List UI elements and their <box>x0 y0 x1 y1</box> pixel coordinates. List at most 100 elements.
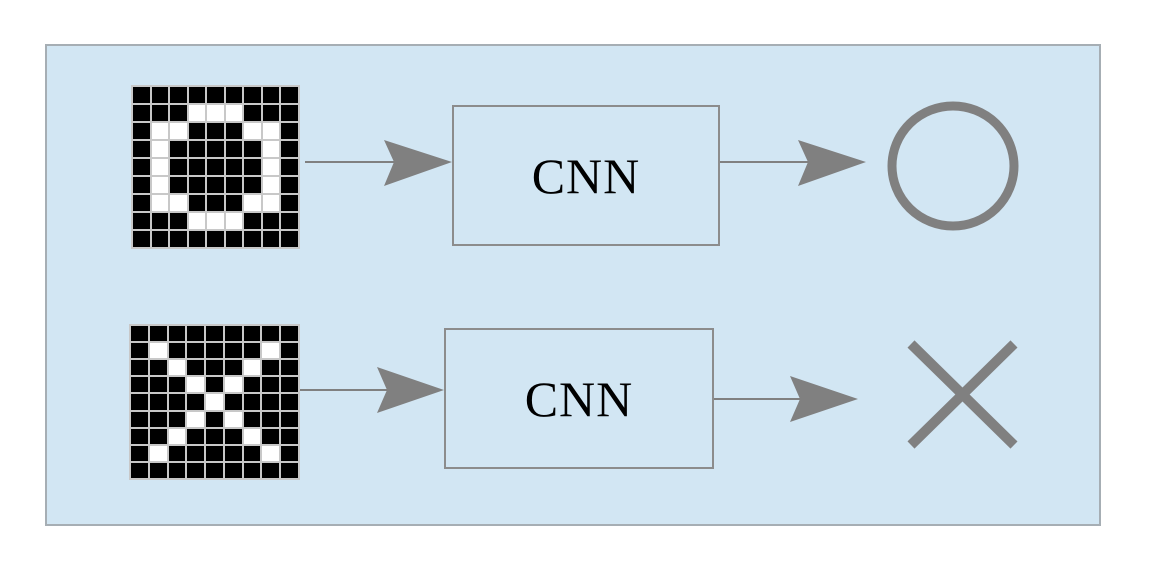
grid-pixel <box>243 377 261 393</box>
grid-pixel <box>207 195 224 211</box>
grid-pixel <box>262 159 280 175</box>
grid-pixel <box>149 343 167 359</box>
grid-pixel <box>188 195 206 211</box>
grid-pixel <box>168 445 186 461</box>
grid-pixel <box>281 213 298 229</box>
grid-pixel <box>281 141 298 157</box>
grid-pixel <box>224 428 242 444</box>
grid-pixel <box>244 141 261 157</box>
grid-pixel <box>151 231 169 247</box>
grid-pixel <box>170 195 187 211</box>
grid-pixel <box>168 394 186 410</box>
grid-pixel <box>225 177 243 193</box>
grid-pixel <box>151 87 169 103</box>
grid-pixel <box>151 195 169 211</box>
grid-pixel <box>168 360 186 376</box>
grid-pixel <box>281 377 298 393</box>
grid-pixel <box>151 123 169 139</box>
input-grid-o <box>131 85 300 249</box>
grid-pixel <box>225 123 243 139</box>
grid-pixel <box>224 326 242 342</box>
grid-pixel <box>244 159 261 175</box>
grid-pixel <box>149 326 167 342</box>
cnn-label-1: CNN <box>531 147 641 204</box>
grid-pixel <box>187 445 205 461</box>
grid-pixel <box>281 123 298 139</box>
grid-pixel <box>262 462 280 478</box>
grid-pixel <box>262 360 280 376</box>
grid-pixel <box>133 177 150 193</box>
grid-pixel <box>187 343 205 359</box>
grid-pixel <box>133 231 150 247</box>
grid-pixel <box>133 105 150 121</box>
grid-pixel <box>206 411 223 427</box>
grid-pixel <box>225 159 243 175</box>
grid-pixel <box>224 377 242 393</box>
grid-pixel <box>206 394 223 410</box>
grid-pixel <box>262 445 280 461</box>
grid-pixel <box>168 377 186 393</box>
grid-pixel <box>281 360 298 376</box>
grid-pixel <box>262 231 280 247</box>
grid-pixel <box>149 428 167 444</box>
grid-pixel <box>225 231 243 247</box>
grid-pixel <box>207 87 224 103</box>
grid-pixel <box>243 411 261 427</box>
grid-pixel <box>225 87 243 103</box>
grid-pixel <box>170 123 187 139</box>
grid-pixel <box>151 177 169 193</box>
grid-pixel <box>281 428 298 444</box>
grid-pixel <box>281 394 298 410</box>
grid-pixel <box>281 343 298 359</box>
grid-pixel <box>207 123 224 139</box>
grid-pixel <box>244 123 261 139</box>
grid-pixel <box>133 213 150 229</box>
grid-pixel <box>188 213 206 229</box>
grid-pixel <box>281 195 298 211</box>
grid-pixel <box>188 177 206 193</box>
grid-pixel <box>170 231 187 247</box>
grid-pixel <box>133 123 150 139</box>
cross-icon <box>907 340 1018 449</box>
grid-pixel <box>131 360 148 376</box>
grid-pixel <box>149 411 167 427</box>
grid-pixel <box>133 159 150 175</box>
grid-pixel <box>149 462 167 478</box>
grid-pixel <box>262 123 280 139</box>
grid-pixel <box>168 428 186 444</box>
grid-pixel <box>244 105 261 121</box>
grid-pixel <box>243 445 261 461</box>
grid-pixel <box>168 343 186 359</box>
grid-pixel <box>262 177 280 193</box>
grid-pixel <box>224 411 242 427</box>
grid-pixel <box>281 326 298 342</box>
grid-pixel <box>281 105 298 121</box>
grid-pixel <box>225 195 243 211</box>
grid-pixel <box>151 105 169 121</box>
grid-pixel <box>207 231 224 247</box>
grid-pixel <box>188 87 206 103</box>
grid-pixel <box>262 141 280 157</box>
grid-pixel <box>225 141 243 157</box>
grid-pixel <box>262 411 280 427</box>
grid-pixel <box>243 462 261 478</box>
grid-pixel <box>243 394 261 410</box>
grid-pixel <box>206 428 223 444</box>
grid-pixel <box>170 105 187 121</box>
grid-pixel <box>188 231 206 247</box>
grid-pixel <box>224 343 242 359</box>
grid-pixel <box>244 213 261 229</box>
grid-pixel <box>262 343 280 359</box>
grid-pixel <box>188 141 206 157</box>
arrow-input-to-cnn-1 <box>305 140 452 186</box>
arrow-input-to-cnn-2 <box>300 367 444 413</box>
grid-pixel <box>133 195 150 211</box>
grid-pixel <box>188 105 206 121</box>
cnn-box-1: CNN <box>452 105 720 246</box>
grid-pixel <box>149 360 167 376</box>
grid-pixel <box>188 123 206 139</box>
grid-pixel <box>281 445 298 461</box>
grid-pixel <box>262 394 280 410</box>
grid-pixel <box>187 411 205 427</box>
grid-pixel <box>187 360 205 376</box>
